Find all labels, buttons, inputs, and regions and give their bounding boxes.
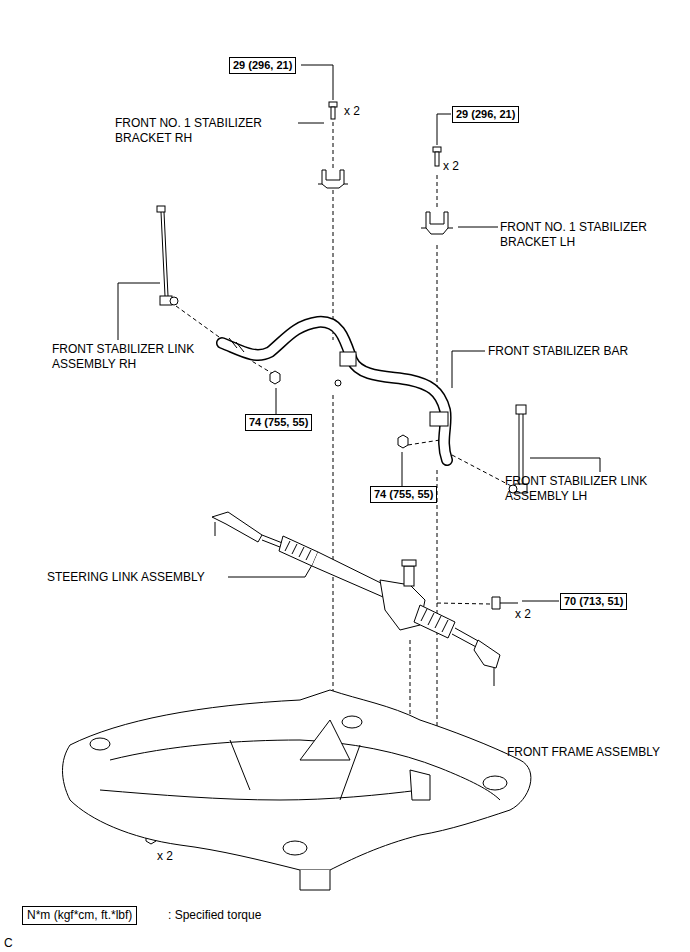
node-text: 74 (755, 55) [374, 488, 433, 500]
legend-text: : Specified torque [168, 908, 261, 923]
torque-unit-box: N*m (kgf*cm, ft.*lbf) [22, 906, 137, 925]
quantity-mark: x 2 [344, 104, 360, 119]
node-text: 29 (296, 21) [233, 59, 292, 71]
part-name: FRONT STABILIZER LINK ASSEMBLY RH [52, 342, 202, 372]
part-name-text: FRONT FRAME ASSEMBLY [507, 745, 660, 759]
quantity-mark-text: x 2 [157, 849, 173, 863]
quantity-mark: x 2 [157, 849, 173, 864]
part-name: STEERING LINK ASSEMBLY [47, 570, 205, 585]
torque-value-box: 74 (755, 55) [370, 486, 437, 503]
node-text: 70 (713, 51) [564, 595, 623, 607]
quantity-mark: x 2 [515, 607, 531, 622]
part-name: FRONT STABILIZER BAR [488, 344, 628, 359]
quantity-mark-text: x 2 [443, 159, 459, 173]
figure-code-text: C [4, 936, 13, 950]
torque-value-box: 29 (296, 21) [452, 106, 519, 123]
part-name: FRONT FRAME ASSEMBLY [507, 745, 660, 760]
part-name-text: FRONT NO. 1 STABILIZER BRACKET LH [500, 220, 647, 249]
torque-value-box: 29 (296, 21) [229, 57, 296, 74]
part-name-text: STEERING LINK ASSEMBLY [47, 570, 205, 584]
legend-text-text: : Specified torque [168, 908, 261, 922]
quantity-mark: x 2 [443, 159, 459, 174]
quantity-mark-text: x 2 [344, 104, 360, 118]
node-text: 29 (296, 21) [456, 108, 515, 120]
part-name: FRONT STABILIZER LINK ASSEMBLY LH [505, 474, 655, 504]
part-name-text: FRONT STABILIZER LINK ASSEMBLY LH [505, 474, 647, 503]
part-name-text: FRONT STABILIZER BAR [488, 344, 628, 358]
part-name: FRONT NO. 1 STABILIZER BRACKET RH [115, 116, 315, 146]
quantity-mark-text: x 2 [515, 607, 531, 621]
part-name-text: FRONT NO. 1 STABILIZER BRACKET RH [115, 116, 262, 145]
torque-value-box: 70 (713, 51) [560, 593, 627, 610]
part-name-text: FRONT STABILIZER LINK ASSEMBLY RH [52, 342, 194, 371]
part-name: FRONT NO. 1 STABILIZER BRACKET LH [500, 220, 686, 250]
figure-code: C [4, 936, 13, 951]
torque-value-box: 74 (755, 55) [245, 414, 312, 431]
node-text: N*m (kgf*cm, ft.*lbf) [27, 908, 132, 922]
node-text: 74 (755, 55) [249, 416, 308, 428]
